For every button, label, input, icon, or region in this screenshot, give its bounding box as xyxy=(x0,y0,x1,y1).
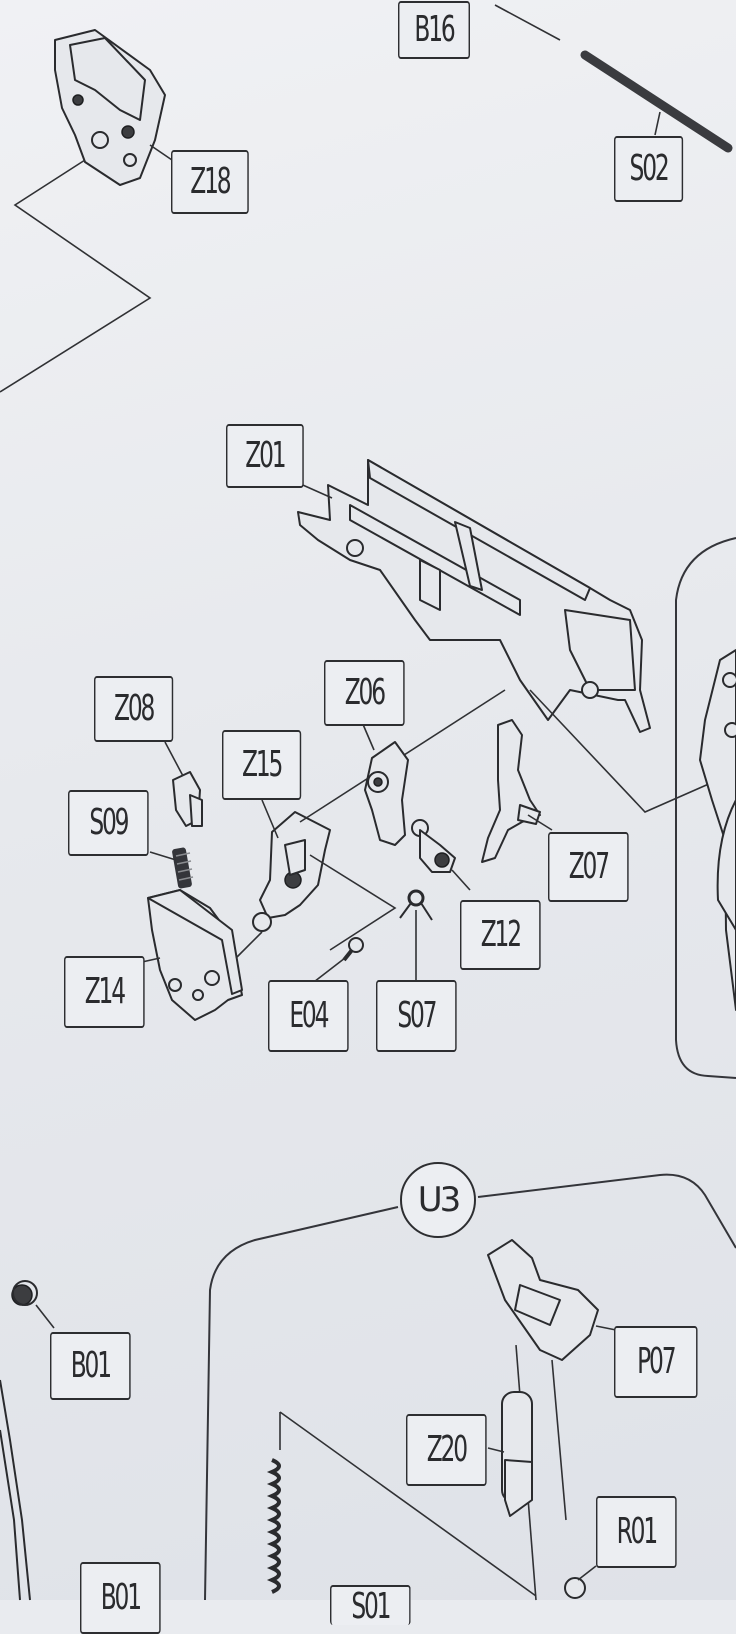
label-r01: R01 xyxy=(596,1496,677,1568)
e04-screw xyxy=(342,937,364,962)
label-z07: Z07 xyxy=(548,832,629,902)
z15-part xyxy=(252,811,331,932)
side-panel-frame xyxy=(675,537,736,1079)
label-z20: Z20 xyxy=(406,1414,487,1486)
label-z08: Z08 xyxy=(94,676,174,742)
label-s07: S07 xyxy=(376,980,457,1052)
z01-part xyxy=(297,459,651,733)
label-s09: S09 xyxy=(68,790,149,856)
p07-leader xyxy=(595,1325,617,1331)
label-z18: Z18 xyxy=(171,150,249,214)
left-rail-line-1 xyxy=(0,1379,31,1601)
b01-leader xyxy=(35,1304,55,1329)
z14-leader xyxy=(141,957,161,963)
z06-part xyxy=(364,741,409,846)
exploded-parts-drawing xyxy=(0,4,736,1601)
s07-spring xyxy=(399,889,433,921)
z18-leader xyxy=(149,144,173,161)
s02-rod xyxy=(580,50,733,153)
z08-part xyxy=(172,771,203,827)
z14-part xyxy=(147,889,243,1021)
label-e04: E04 xyxy=(268,980,349,1052)
label-b01: B01 xyxy=(50,1332,131,1400)
b16-leader xyxy=(494,4,561,41)
u3-group-frame-right xyxy=(477,1173,736,1249)
z20-part xyxy=(501,1391,533,1517)
z12-leader xyxy=(451,869,471,891)
u3-assembly-line xyxy=(279,1411,537,1597)
z12-part xyxy=(411,819,456,873)
left-rail-line-2 xyxy=(0,1429,21,1601)
z07-part xyxy=(481,719,541,863)
u3-group-frame-left xyxy=(204,1206,399,1601)
label-z01: Z01 xyxy=(226,424,304,488)
label-b16: B16 xyxy=(398,1,470,59)
z18-assembly-line xyxy=(0,159,152,393)
p07-part xyxy=(487,1239,599,1361)
z15-leader xyxy=(261,799,279,839)
label-s01-partial: S01 xyxy=(330,1585,411,1625)
label-p07: P07 xyxy=(614,1326,698,1398)
label-z06: Z06 xyxy=(324,660,405,726)
s02-leader xyxy=(654,111,661,136)
label-z12: Z12 xyxy=(460,900,541,970)
r01-part xyxy=(564,1577,586,1599)
s09-spring xyxy=(172,847,194,889)
z01-assembly-line xyxy=(529,689,736,813)
label-b01-bottom: B01 xyxy=(80,1562,161,1634)
z18-part xyxy=(54,29,166,186)
s09-leader xyxy=(149,851,177,861)
z15-assembly-line xyxy=(309,854,397,951)
z08-leader xyxy=(164,741,184,777)
z07-leader xyxy=(527,814,553,831)
label-z15: Z15 xyxy=(222,730,302,800)
z20-leader xyxy=(487,1447,505,1453)
p07-assembly-line-right xyxy=(551,1359,567,1521)
z06-leader xyxy=(361,721,375,751)
spring-part xyxy=(266,1458,281,1594)
label-u3: U3 xyxy=(400,1162,476,1238)
r01-leader xyxy=(577,1565,597,1581)
label-z14: Z14 xyxy=(64,956,145,1028)
b01-part xyxy=(11,1280,38,1306)
label-s02: S02 xyxy=(614,136,684,202)
side-panel-part xyxy=(699,649,736,1011)
z14-assembly-line xyxy=(235,931,263,959)
